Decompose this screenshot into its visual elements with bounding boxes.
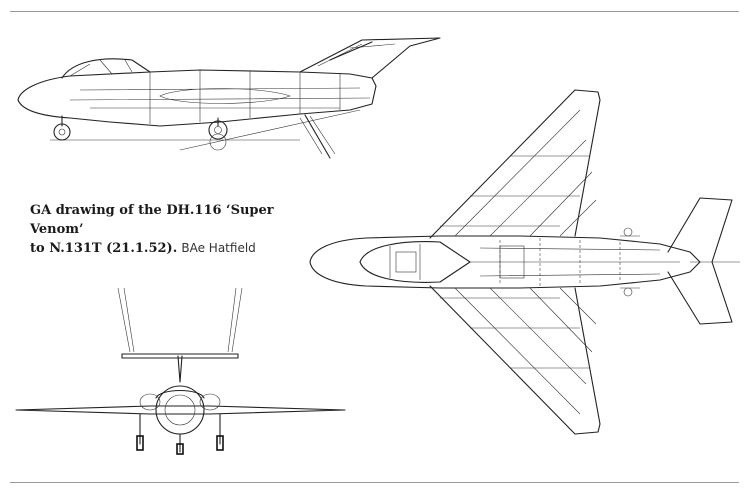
side-view xyxy=(17,37,441,159)
bottom-rule xyxy=(10,482,739,483)
figure-caption: GA drawing of the DH.116 ‘Super Venom’ t… xyxy=(30,201,330,258)
plan-view xyxy=(309,89,740,435)
caption-line-1: GA drawing of the DH.116 ‘Super Venom’ xyxy=(30,203,274,237)
front-view xyxy=(15,287,346,455)
top-rule xyxy=(10,11,739,12)
caption-reference: to N.131T (21.1.52). xyxy=(30,241,178,256)
caption-line-2: to N.131T (21.1.52). BAe Hatfield xyxy=(30,239,330,258)
caption-credit: BAe Hatfield xyxy=(181,241,256,255)
